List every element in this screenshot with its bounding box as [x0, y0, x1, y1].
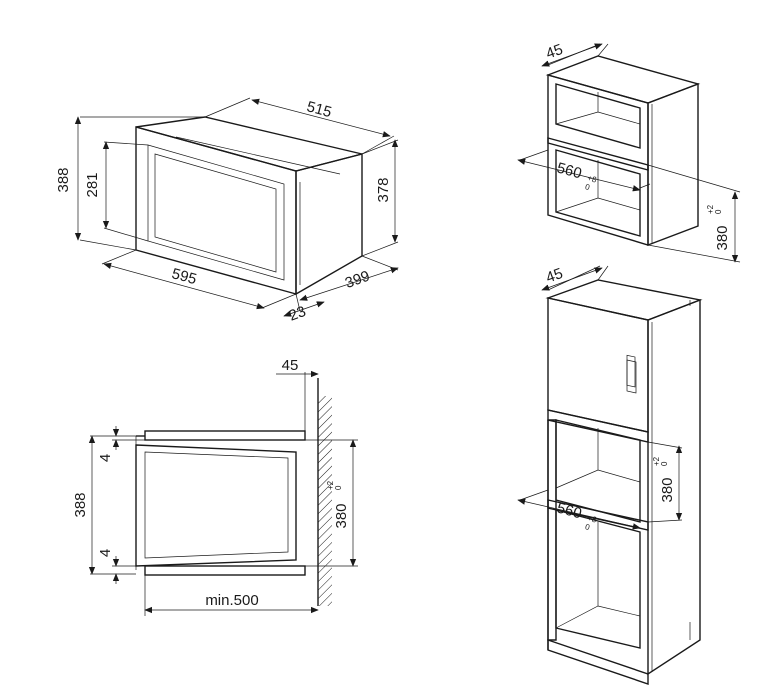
- dim-45-tall-label: 45: [544, 265, 565, 287]
- dim-4-bottom-label: 4: [97, 549, 114, 557]
- side-section-view: [90, 372, 358, 616]
- dim-380-tall-tol: +2: [652, 456, 661, 466]
- dim-560-top-tol-low: 0: [584, 182, 591, 192]
- dimension-height-378: 378: [375, 139, 399, 243]
- appliance-isometric: [79, 97, 399, 312]
- dimension-width-560-tall: 560 +8 0: [517, 498, 641, 532]
- dim-378-label: 378: [375, 177, 392, 202]
- dim-380-top-label: 380: [714, 225, 731, 250]
- dimension-height-380-tall: 380 +2 0: [652, 445, 683, 521]
- dim-45-side-label: 45: [282, 357, 299, 374]
- dimension-offset-45-tall: 45: [541, 265, 603, 291]
- dim-388-side-label: 388: [72, 492, 89, 517]
- dim-560-tall-tol: +8: [586, 514, 598, 525]
- dimension-height-380-top: 380 +2 0: [706, 191, 739, 263]
- dim-560-top-label: 560: [555, 159, 584, 182]
- dimension-gap-4-top: 4: [97, 426, 120, 462]
- dim-min500-label: min.500: [205, 592, 258, 609]
- dim-560-top-tol: +8: [586, 174, 598, 185]
- tall-cabinet: [519, 265, 703, 685]
- dim-380-side-tol: +2: [326, 480, 335, 490]
- dim-595-label: 595: [170, 265, 199, 288]
- dimension-depth-23: 23: [283, 301, 325, 325]
- dim-380-top-tol-low: 0: [714, 209, 723, 214]
- dimension-height-380-side: 380 +2 0: [326, 439, 357, 567]
- dim-4-top-label: 4: [97, 454, 114, 462]
- niche-cabinet-small: [519, 43, 741, 263]
- dimension-height-388-side: 388: [72, 435, 96, 575]
- dim-560-tall-tol-low: 0: [584, 522, 591, 532]
- dim-23-label: 23: [287, 303, 308, 325]
- dim-380-tall-label: 380: [659, 477, 676, 502]
- dimension-width-595: 595: [103, 262, 265, 310]
- dim-380-tall-tol-low: 0: [660, 461, 669, 466]
- dim-380-side-label: 380: [333, 503, 350, 528]
- dimension-offset-45-side: 45: [276, 357, 319, 378]
- dim-560-tall-label: 560: [555, 499, 584, 522]
- dimension-width-560-top: 560 +8 0: [517, 158, 641, 192]
- dimension-height-281: 281: [84, 141, 110, 229]
- dimension-offset-45-top: 45: [541, 41, 603, 67]
- dim-380-top-tol: +2: [706, 204, 715, 214]
- dimension-height-388: 388: [55, 116, 82, 241]
- dim-515-label: 515: [305, 98, 334, 121]
- dimension-min-depth: min.500: [144, 592, 319, 614]
- dimension-width-515: 515: [251, 98, 391, 138]
- dim-45-top-label: 45: [544, 41, 565, 63]
- dimension-gap-4-bottom: 4: [97, 549, 120, 584]
- dim-380-side-tol-low: 0: [334, 485, 343, 490]
- dim-281-label: 281: [84, 172, 101, 197]
- dim-399-label: 399: [343, 268, 372, 293]
- dim-388-label: 388: [55, 167, 72, 192]
